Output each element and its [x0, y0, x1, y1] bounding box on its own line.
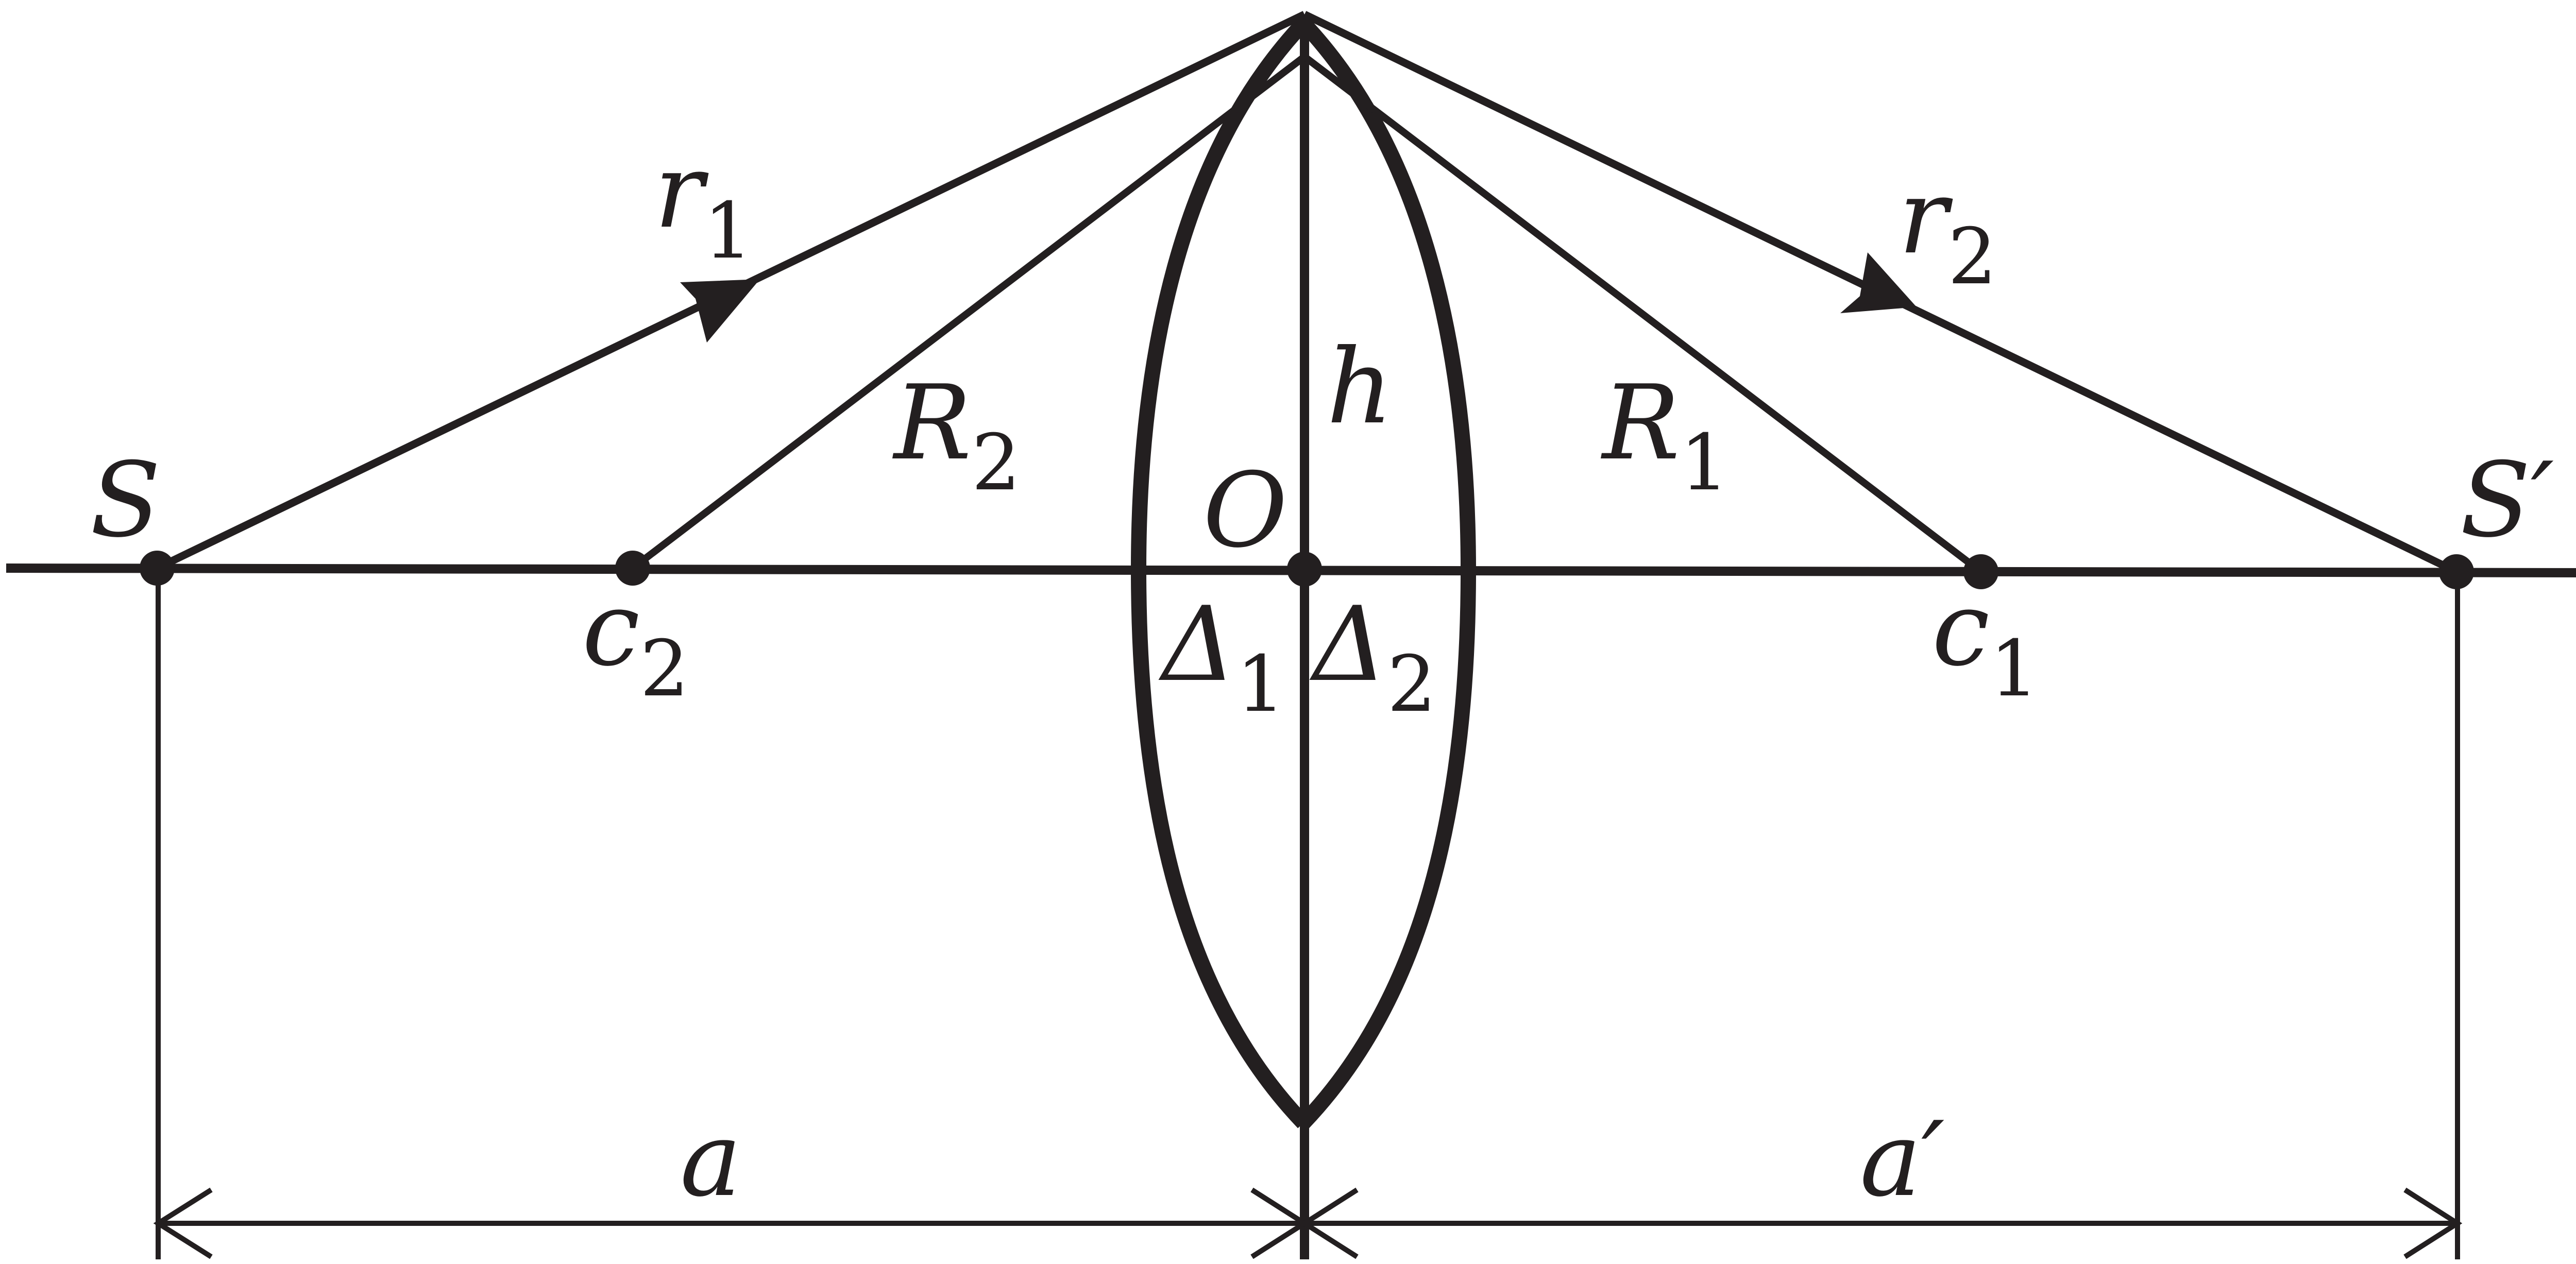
point-c1: [1963, 554, 1998, 589]
label-delta2-main: Δ: [1309, 585, 1387, 705]
label-r2-sub: 2: [1948, 212, 1997, 302]
label-R2: R2: [892, 363, 1021, 508]
label-r2-main: r: [1899, 157, 1953, 277]
label-a: a: [680, 1100, 741, 1220]
dimension-a-prime-left-arrow: [1299, 1187, 1359, 1259]
label-c1: c1: [1932, 569, 2039, 714]
radius-R1: [1302, 54, 1984, 575]
label-R1-sub: 1: [1680, 418, 1729, 508]
lens-right-surface: [1298, 18, 1477, 1129]
label-c2-main: c: [582, 569, 640, 689]
lens-left-surface: [1130, 18, 1309, 1129]
label-O: O: [1203, 451, 1287, 571]
label-delta2-sub: 2: [1387, 640, 1436, 729]
label-R1: R1: [1600, 363, 1729, 508]
label-r1-main: r: [654, 131, 709, 251]
label-delta2: Δ2: [1309, 585, 1436, 729]
label-R2-main: R: [892, 363, 972, 483]
label-R1-main: R: [1600, 363, 1680, 483]
label-a-prime: a′: [1860, 1100, 1945, 1220]
dimension-a-left-arrow: [153, 1187, 213, 1259]
label-S: S: [90, 440, 161, 560]
label-delta1-sub: 1: [1236, 640, 1285, 729]
label-R2-sub: 2: [972, 418, 1021, 508]
label-c1-sub: 1: [1990, 624, 2039, 714]
ray-r1-arrow: [680, 279, 760, 343]
dimension-a-prime-right-arrow: [2403, 1187, 2463, 1259]
label-h: h: [1327, 327, 1393, 447]
label-S-prime: S′: [2460, 440, 2554, 560]
point-O: [1287, 552, 1322, 587]
label-c2: c2: [582, 569, 689, 714]
ray-r2-arrow: [1840, 252, 1917, 313]
label-r1: r1: [654, 131, 753, 276]
label-c2-sub: 2: [640, 624, 689, 714]
point-c2: [615, 551, 650, 586]
radius-R2: [630, 54, 1307, 571]
label-c1-main: c: [1932, 569, 1990, 689]
label-r1-sub: 1: [704, 186, 753, 276]
label-delta1-main: Δ: [1158, 585, 1236, 705]
label-r2: r2: [1899, 157, 1997, 302]
label-delta1: Δ1: [1158, 585, 1285, 729]
